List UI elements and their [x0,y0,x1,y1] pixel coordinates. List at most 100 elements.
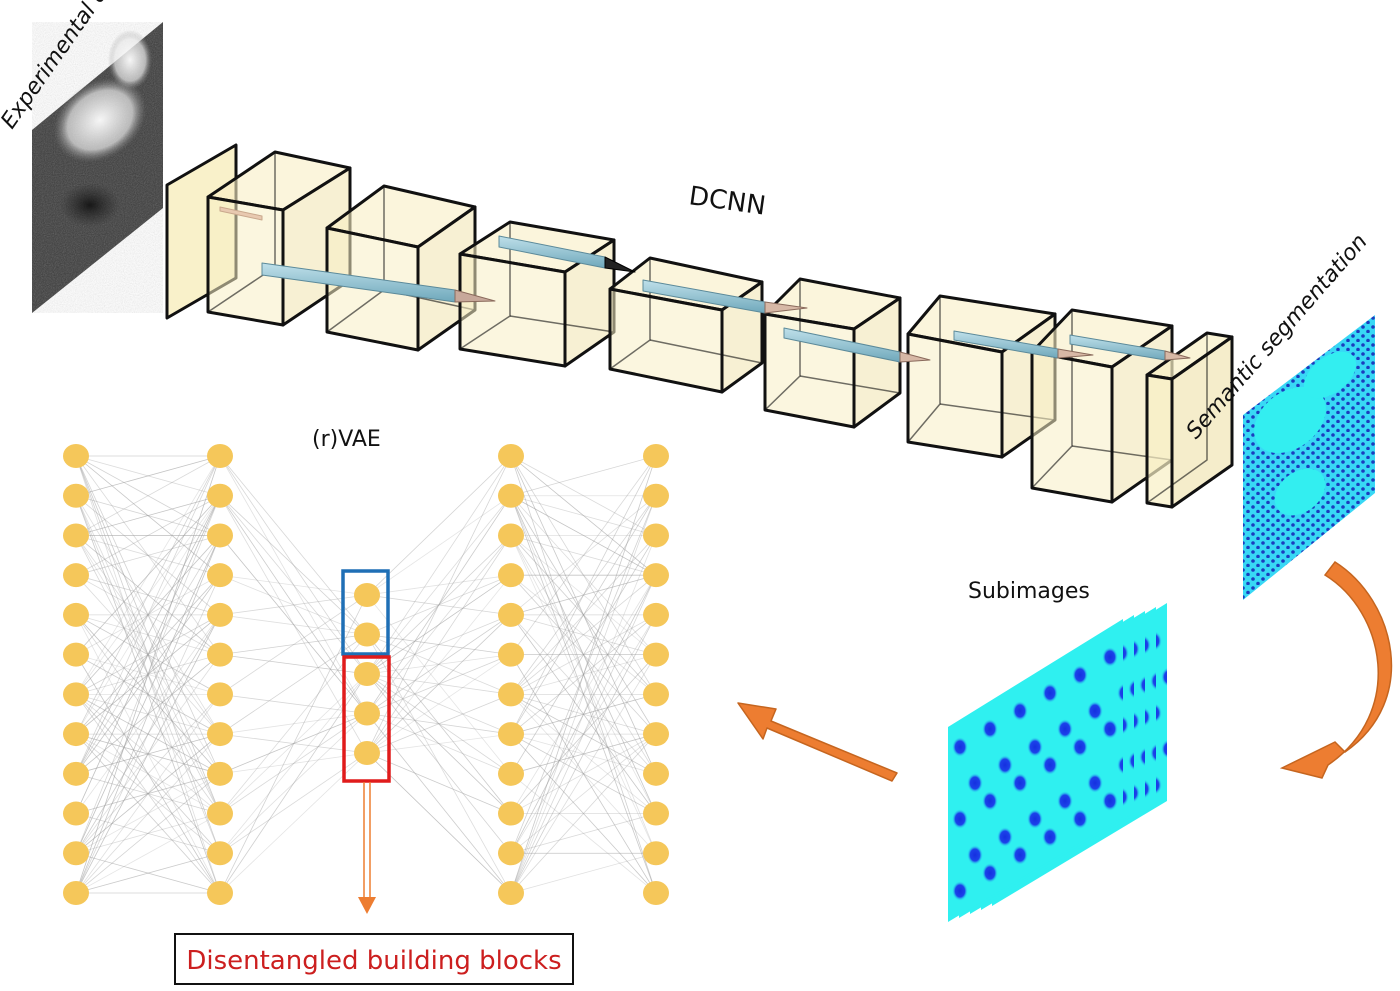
vae-node-input [63,563,89,588]
subimage-dot [1117,683,1123,703]
subimage-dot [1057,791,1073,811]
dcnn-block [608,256,764,394]
subimage-dot [1030,887,1046,907]
vae-edge [510,455,657,576]
vae-node-latent [354,662,380,686]
subimages-label: Subimages [968,579,1090,604]
subimage-dot [982,863,998,883]
vae-edge [75,455,221,536]
subimage-dot [1072,809,1088,829]
vae-edge [510,733,657,894]
vae-node-hidden-2 [498,523,524,548]
subimage-dot [1087,845,1103,865]
dcnn-block [1145,331,1234,509]
subimage-dot [1027,809,1043,829]
vae-node-hidden-1 [207,761,233,786]
vae-edge [366,752,512,894]
subimage-dot [1131,829,1147,849]
subimage-dot [1102,719,1118,739]
straight-arrow [737,702,898,782]
subimage-dot [982,719,998,739]
vae-edge [510,614,657,854]
vae-node-input [63,841,89,866]
vae-edge [366,634,512,814]
subimage-dot [1072,737,1088,757]
vae-edge [75,694,221,854]
vae-node-hidden-1 [207,444,233,468]
subimage-dot [1057,719,1073,739]
vae-edge [510,852,657,894]
vae-node-hidden-1 [207,841,233,866]
latent-group-blue [341,569,390,656]
vae-node-input [63,444,89,468]
vae-edge [366,654,512,754]
subimage-dot [1128,823,1134,843]
vae-edge [75,535,221,576]
vae-node-input [63,722,89,747]
vae-node-hidden-2 [498,801,524,826]
vae-edge [510,575,657,894]
vae-node-input [63,801,89,826]
subimage-dot [1161,739,1167,759]
vae-node-output [643,483,669,508]
vae-node-input [63,761,89,786]
vae-edge [510,574,657,854]
vae-edge [219,574,368,596]
subimage-dot [1072,665,1088,685]
subimage-dot [1102,647,1118,667]
subimage-dot [1102,791,1118,811]
dcnn-block [325,184,477,352]
subimage-dot [952,737,968,757]
vae-edge [219,455,368,635]
subimage-dot [1019,891,1035,911]
vae-edge [510,733,657,894]
vae-node-output [643,523,669,548]
vae-edge [510,535,657,775]
vae-node-input [63,642,89,667]
subimage-dot [1042,683,1058,703]
vae-node-hidden-1 [207,523,233,548]
vae-node-input [63,682,89,707]
subimage-dot [967,917,983,922]
subimage-dot [1139,819,1145,839]
subimage-dot [1109,837,1125,857]
subimage-dot [1120,833,1136,853]
subimage-dot [1139,675,1145,695]
vae-node-hidden-2 [498,483,524,508]
vae-edge [75,495,221,775]
subimage-dot [1049,873,1065,893]
vae-node-hidden-1 [207,483,233,508]
vae-edge [75,773,221,854]
vae-edge [366,614,512,754]
subimage-dot [1139,747,1145,767]
vae-edge [75,455,221,774]
vae-edge [366,574,512,675]
semantic-segmentation-panel: Semantic segmentation [1182,230,1375,600]
vae-edge [75,733,221,894]
vae-edge [510,495,657,735]
subimage-dot [1060,869,1076,889]
subimage-dot [1128,751,1134,771]
vae-edge [75,575,221,894]
vae-edge [366,634,512,695]
subimage-dot [1101,847,1117,867]
vae-edge [75,614,221,854]
vae-edge [510,495,657,616]
vae-edge [366,693,512,754]
vae-edge [75,495,221,576]
vae-node-latent [354,701,380,726]
vae-edge [510,535,657,576]
vae-node-output [643,602,669,627]
vae-edge [510,614,657,894]
vae-edge [75,733,221,814]
vae-edge [366,713,512,775]
vae-node-output [643,841,669,866]
vae-edge [75,694,221,854]
vae-edge [366,713,512,894]
vae-edge [366,574,512,754]
vae-node-hidden-2 [498,602,524,627]
vae-edge [510,535,657,695]
dcnn-label: DCNN [687,181,768,221]
vae-edge [510,694,657,854]
